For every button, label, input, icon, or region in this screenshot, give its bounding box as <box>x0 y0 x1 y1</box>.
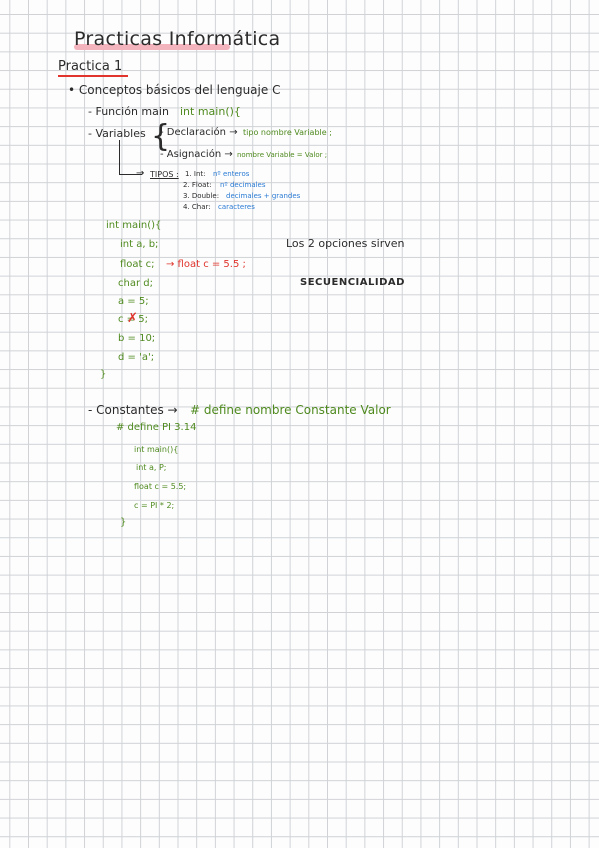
tipo-2-desc: nº decimales <box>220 181 266 189</box>
strike-x-icon: ✗ <box>127 311 138 326</box>
const-code-line: c = PI * 2; <box>134 501 175 510</box>
code1-line: b = 10; <box>118 333 156 344</box>
page-title: Practicas Informática <box>74 28 281 50</box>
note-secuencialidad: SECUENCIALIDAD <box>300 277 405 288</box>
practice-underline <box>58 75 128 77</box>
funcion-label: - Función main <box>88 105 169 118</box>
constantes-define-example: # define PI 3.14 <box>116 422 197 433</box>
code1-line: float c; <box>120 259 155 270</box>
funcion-code: int main(){ <box>180 105 241 118</box>
asignacion-label: - Asignación → <box>160 149 233 160</box>
code1-line: } <box>100 369 107 380</box>
tipos-label: TIPOS : <box>150 170 179 179</box>
code1-line: a = 5; <box>118 296 149 307</box>
declaracion-label: - Declaración → <box>160 127 238 138</box>
const-code-line: float c = 5.5; <box>134 482 187 491</box>
note-opciones: Los 2 opciones sirven <box>286 237 405 250</box>
const-code-line: int main(){ <box>134 445 179 454</box>
code1-line: char d; <box>118 278 153 289</box>
const-code-line: int a, P; <box>136 463 167 472</box>
code1-line: c = 5; <box>118 314 148 325</box>
code1-float-alt: → float c = 5.5 ; <box>166 259 246 270</box>
tipo-2-label: 2. Float: <box>183 181 212 189</box>
variables-label: - Variables <box>88 127 146 140</box>
constantes-define: # define nombre Constante Valor <box>190 403 391 417</box>
tipos-connector <box>119 140 142 175</box>
section-conceptos: • Conceptos básicos del lenguaje C <box>68 83 281 97</box>
code1-line: int a, b; <box>120 239 159 250</box>
const-code-line: } <box>120 517 127 528</box>
tipos-arrow: → <box>136 168 145 179</box>
tipo-3-desc: decimales + grandes <box>226 192 301 200</box>
tipo-1-desc: nº enteros <box>213 170 250 178</box>
declaracion-value: tipo nombre Variable ; <box>243 128 332 137</box>
tipo-3-label: 3. Double: <box>183 192 220 200</box>
tipo-4-desc: caracteres <box>218 203 255 211</box>
tipo-4-label: 4. Char: <box>183 203 211 211</box>
practice-heading: Practica 1 <box>58 59 123 74</box>
variables-brace: { <box>151 119 171 154</box>
code1-line: d = 'a'; <box>118 352 155 363</box>
tipo-1-label: 1. Int: <box>185 170 206 178</box>
code1-line: int main(){ <box>106 220 162 231</box>
asignacion-value: nombre Variable = Valor ; <box>237 151 328 159</box>
constantes-label: - Constantes → <box>88 403 178 417</box>
title-highlight <box>74 44 230 50</box>
